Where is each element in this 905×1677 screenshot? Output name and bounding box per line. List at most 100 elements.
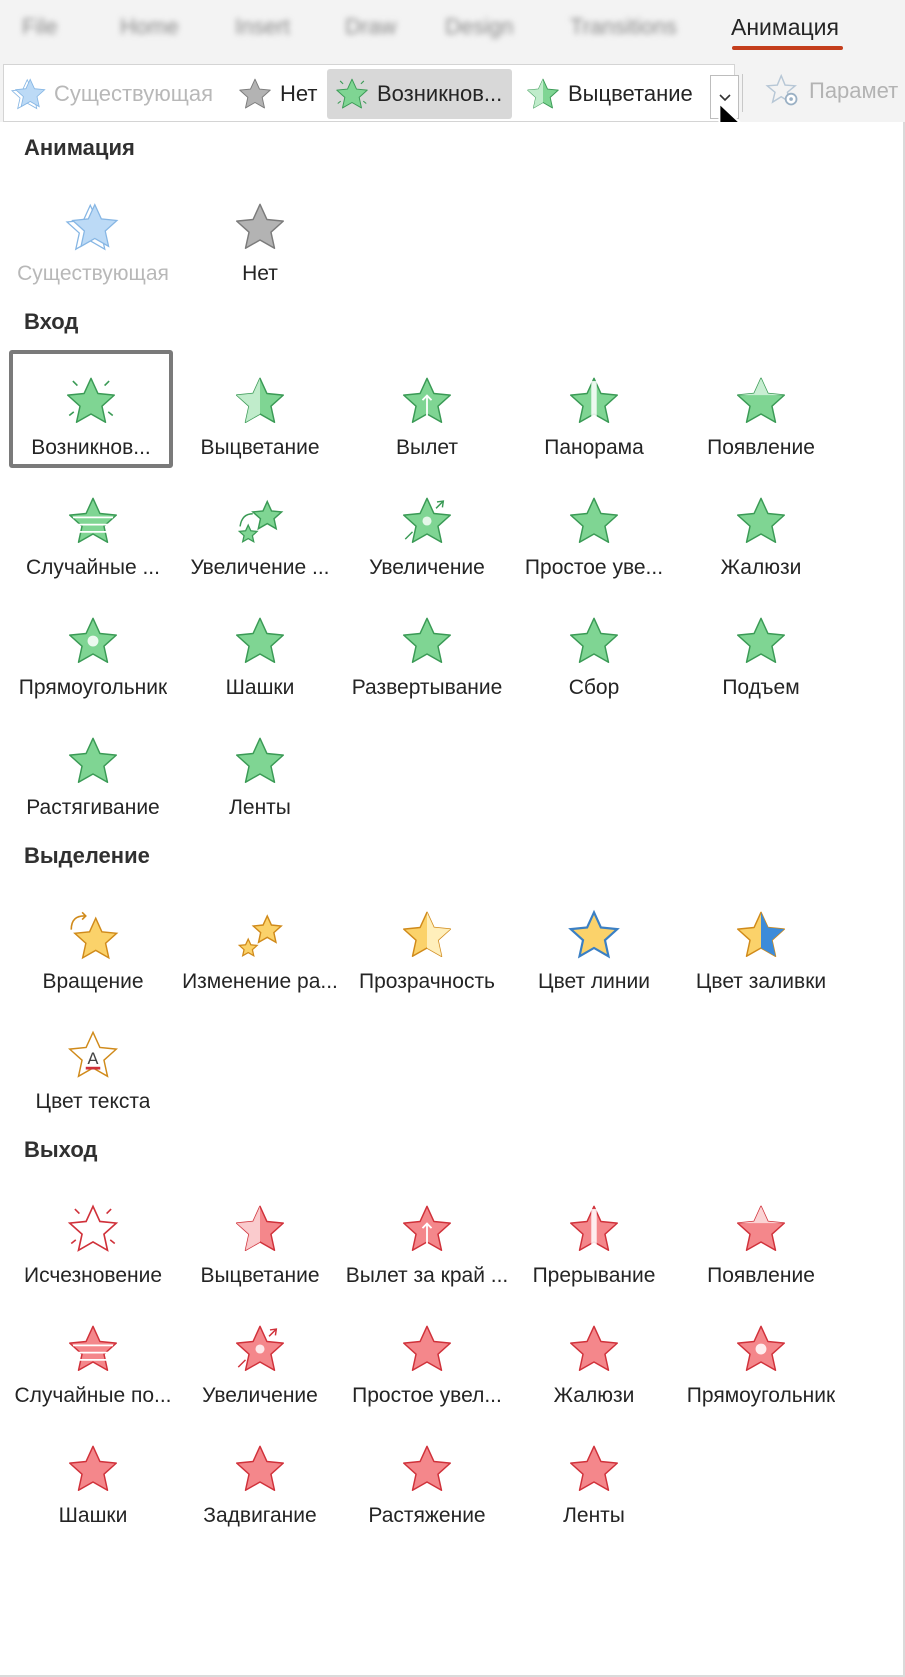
gallery-item[interactable]: Исчезновение — [4, 1178, 182, 1296]
grow-shrink-emphasis-icon — [237, 914, 283, 958]
gallery-item[interactable]: Жалюзи — [672, 470, 850, 588]
gallery-item-label: Увеличение — [369, 556, 485, 579]
gallery-item[interactable]: Появление — [672, 350, 850, 468]
gallery-item[interactable]: Шашки — [4, 1418, 182, 1536]
gallery-item[interactable]: Прямоугольник — [4, 590, 182, 708]
expand-entrance-icon — [402, 617, 452, 664]
gallery-item[interactable]: Вращение — [4, 884, 182, 1002]
fly-out-exit-icon — [402, 1205, 452, 1252]
gallery-item[interactable]: Выцветание — [171, 350, 349, 468]
random-bars-exit-icon — [68, 1325, 118, 1372]
section-title: Выход — [24, 1137, 98, 1162]
gallery-item[interactable]: Ленты — [171, 710, 349, 828]
gallery-item[interactable]: Прямоугольник — [672, 1298, 850, 1416]
tab-draw[interactable]: Draw — [345, 14, 397, 39]
gallery-item-icon: A — [64, 1026, 122, 1084]
zoom-exit-icon — [235, 1325, 285, 1372]
gallery-item[interactable]: Подъем — [672, 590, 850, 708]
tab-transitions[interactable]: Transitions — [570, 14, 677, 39]
gallery-item[interactable]: Вылет за край ... — [338, 1178, 516, 1296]
gallery-item-icon — [231, 198, 289, 256]
gallery-item[interactable]: Случайные ... — [4, 470, 182, 588]
blinds-entrance-icon — [736, 497, 786, 544]
gallery-item[interactable]: Шашки — [171, 590, 349, 708]
gallery-item-label: Сбор — [568, 676, 620, 699]
gallery-item-icon — [231, 1440, 289, 1498]
ribbon-item-label: Нет — [280, 81, 318, 106]
gallery-item-label: Подъем — [722, 676, 800, 699]
ribbon-none[interactable]: Нет — [232, 69, 321, 119]
ribbon-appear[interactable]: Возникнов... — [327, 69, 513, 119]
gallery-item-label: Прозрачность — [358, 970, 496, 993]
gallery-item-label: Ленты — [229, 796, 291, 819]
effect-options-button[interactable]: Парамет — [765, 66, 898, 116]
gallery-item-icon — [62, 372, 120, 430]
gallery-item[interactable]: Развертывание — [338, 590, 516, 708]
tab-file[interactable]: File — [22, 14, 58, 39]
tab-design[interactable]: Design — [445, 14, 514, 39]
gallery-item-icon — [565, 372, 623, 430]
gallery-item[interactable]: Жалюзи — [505, 1298, 683, 1416]
animation-ribbon: Существующая Нет Возникнов... Выцветание… — [0, 62, 905, 123]
gallery-item[interactable]: Изменение ра... — [171, 884, 349, 1002]
gallery-item[interactable]: Простое уве... — [505, 470, 683, 588]
gallery-item-icon — [64, 906, 122, 964]
gallery-item-icon — [64, 1320, 122, 1378]
gallery-item[interactable]: Увеличение — [171, 1298, 349, 1416]
gallery-item[interactable]: Увеличение — [338, 470, 516, 588]
ribbon-fade[interactable]: Выцветание — [524, 69, 693, 119]
tab-insert[interactable]: Insert — [235, 14, 291, 39]
gallery-item[interactable]: Растягивание — [4, 710, 182, 828]
gallery-item-icon — [231, 612, 289, 670]
grow-turn-entrance-icon — [237, 499, 284, 544]
ribbon-item-label: Выцветание — [568, 81, 693, 106]
gallery-item[interactable]: Растяжение — [338, 1418, 516, 1536]
gallery-item[interactable]: Цвет заливки — [672, 884, 850, 1002]
gallery-item-label: Выцветание — [200, 1264, 320, 1287]
effect-options-label: Парамет — [809, 78, 899, 103]
gallery-item[interactable]: Вылет — [338, 350, 516, 468]
gallery-item-label: Прямоугольник — [18, 676, 168, 699]
gallery-item-icon — [398, 492, 456, 550]
wipe-exit-icon — [736, 1205, 786, 1252]
strips-exit-icon — [569, 1445, 619, 1492]
gallery-item[interactable]: Нет — [171, 176, 349, 294]
gallery-item[interactable]: Цвет линии — [505, 884, 683, 1002]
gallery-item[interactable]: Сбор — [505, 590, 683, 708]
gallery-item[interactable]: Появление — [672, 1178, 850, 1296]
gallery-item-label: Развертывание — [351, 676, 503, 699]
gallery-item-icon — [64, 198, 122, 256]
collapse-entrance-icon — [569, 617, 619, 664]
gallery-item[interactable]: Увеличение ... — [171, 470, 349, 588]
gallery-item[interactable]: Простое увел... — [338, 1298, 516, 1416]
box-exit-icon — [736, 1325, 786, 1372]
gallery-item-icon — [565, 1320, 623, 1378]
gallery-item[interactable]: Прерывание — [505, 1178, 683, 1296]
strips-entrance-icon — [235, 737, 285, 784]
box-entrance-icon — [68, 617, 118, 664]
section-title: Вход — [24, 309, 79, 334]
gallery-item-label: Жалюзи — [553, 1384, 635, 1407]
gallery-item[interactable]: Ленты — [505, 1418, 683, 1536]
gallery-item[interactable]: Выцветание — [171, 1178, 349, 1296]
gallery-item-icon — [64, 732, 122, 790]
fade-entrance-icon — [235, 377, 285, 424]
basic-zoom-entrance-icon — [569, 497, 619, 544]
gallery-item-label: Существующая — [17, 262, 169, 285]
tab-home[interactable]: Home — [120, 14, 179, 39]
gallery-item-icon — [64, 1200, 122, 1258]
gallery-item[interactable]: Задвигание — [171, 1418, 349, 1536]
gallery-item[interactable]: Существующая — [4, 176, 182, 294]
gallery-item[interactable]: Прозрачность — [338, 884, 516, 1002]
gallery-item-label: Растягивание — [26, 796, 160, 819]
tab-animations[interactable]: Анимация — [731, 14, 839, 40]
gallery-item-label: Вылет — [396, 436, 458, 459]
gallery-item[interactable]: Панорама — [505, 350, 683, 468]
gallery-item-icon — [231, 1320, 289, 1378]
gallery-item-label: Ленты — [563, 1504, 625, 1527]
ribbon-existing[interactable]: Существующая — [10, 69, 213, 119]
gallery-item[interactable]: Возникнов... — [9, 350, 173, 468]
checkerboard-exit-icon — [68, 1445, 118, 1492]
gallery-item[interactable]: Случайные по... — [4, 1298, 182, 1416]
